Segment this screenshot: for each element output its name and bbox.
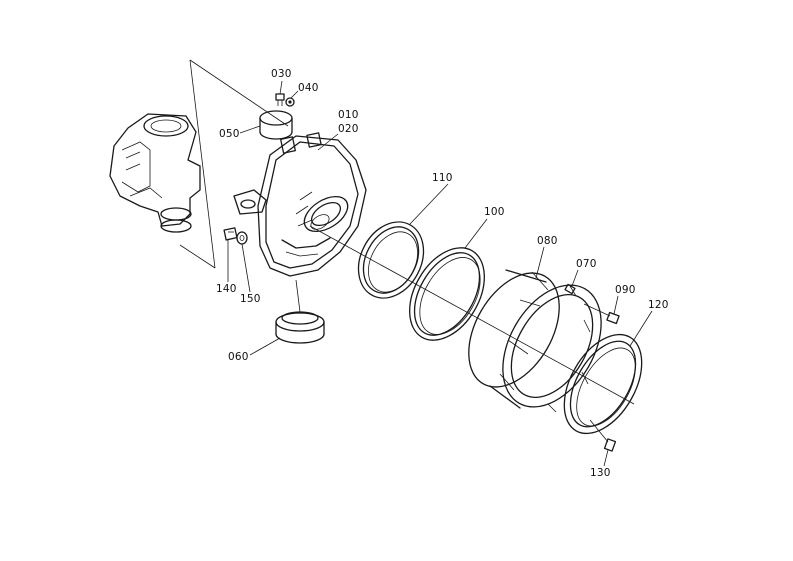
label-070: 070 — [576, 258, 597, 270]
part-050-sleeve — [259, 110, 293, 140]
label-150: 150 — [240, 293, 261, 305]
part-060-seal — [275, 279, 325, 344]
label-090: 090 — [615, 284, 636, 296]
label-100: 100 — [484, 206, 505, 218]
part-070-bolt — [564, 283, 576, 295]
part-040-washer — [285, 97, 295, 107]
leader-lines — [227, 80, 653, 467]
label-060: 060 — [228, 351, 249, 363]
label-130: 130 — [590, 467, 611, 479]
part-130-bolt — [589, 419, 617, 452]
label-030: 030 — [271, 68, 292, 80]
label-020: 020 — [338, 123, 359, 135]
part-090-screw — [583, 303, 620, 325]
part-120-cover — [563, 333, 643, 435]
part-110-ring — [357, 221, 425, 299]
label-140: 140 — [216, 283, 237, 295]
knuckle-housing — [109, 113, 201, 233]
reference-bracket-lines — [179, 59, 289, 269]
part-150-washer — [236, 231, 248, 245]
label-040: 040 — [298, 82, 319, 94]
part-140-plug — [223, 227, 238, 241]
main-housing — [233, 132, 367, 277]
label-010: 010 — [338, 109, 359, 121]
label-050: 050 — [219, 128, 240, 140]
label-110: 110 — [432, 172, 453, 184]
part-030-bolt — [275, 93, 285, 106]
part-100-ring — [409, 247, 485, 341]
label-120: 120 — [648, 299, 669, 311]
assembly-axis — [309, 225, 635, 405]
label-080: 080 — [537, 235, 558, 247]
part-080-drum — [468, 269, 602, 413]
part-labels: 030 040 010 020 050 110 100 080 070 090 … — [216, 68, 669, 479]
